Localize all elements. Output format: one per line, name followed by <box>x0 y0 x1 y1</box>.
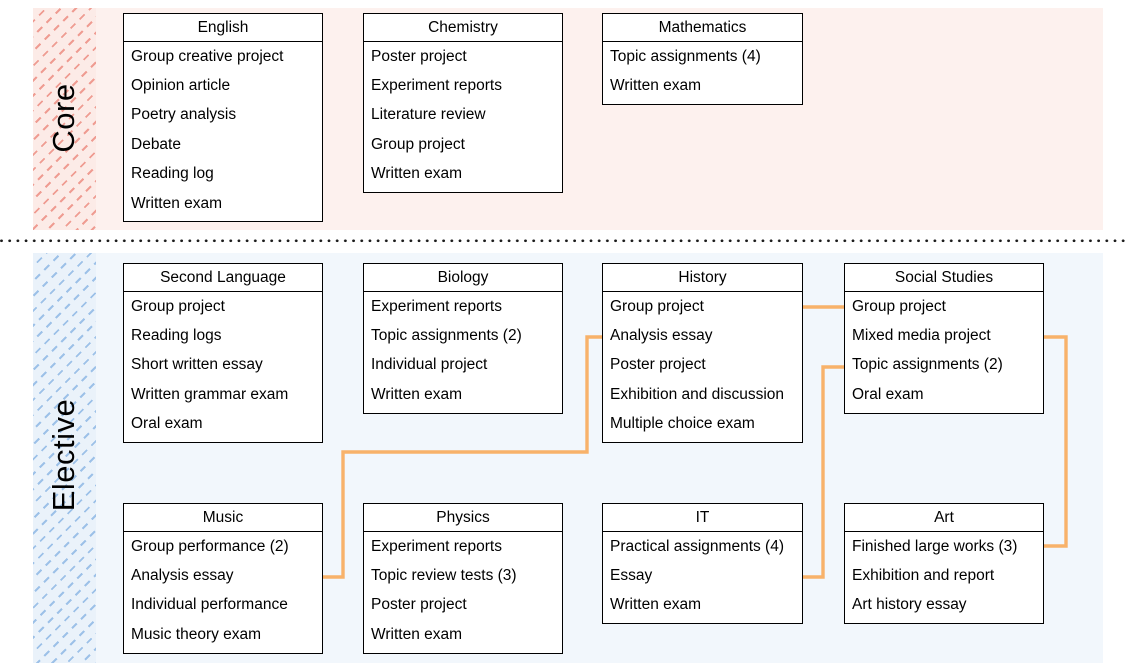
assessment-item: Music theory exam <box>131 625 262 643</box>
subject-title: Biology <box>364 264 562 292</box>
subject-box-physics: Physics Experiment reports Topic review … <box>363 503 563 654</box>
assessment-item: Poster project <box>371 596 467 614</box>
assessment-item: Written exam <box>371 625 463 643</box>
assessment-item: Topic review tests (3) <box>371 567 517 585</box>
subject-box-mathematics: Mathematics Topic assignments (4) Writte… <box>602 13 803 105</box>
assessment-item: Analysis essay <box>610 327 713 345</box>
assessment-item: Finished large works (3) <box>852 537 1018 555</box>
assessment-item: Opinion article <box>131 77 231 95</box>
assessment-item: Mixed media project <box>852 327 991 345</box>
assessment-item: Experiment reports <box>371 537 502 555</box>
assessment-item: Oral exam <box>131 415 203 433</box>
assessment-item: Individual project <box>371 356 488 374</box>
assessment-item: Poetry analysis <box>131 106 237 124</box>
assessment-item: Individual performance <box>131 596 288 614</box>
subject-title: Mathematics <box>603 14 802 42</box>
assessment-item: Group project <box>131 297 225 315</box>
subject-box-chemistry: Chemistry Poster project Experiment repo… <box>363 13 563 193</box>
assessment-item: Experiment reports <box>371 77 502 95</box>
assessment-item: Reading log <box>131 165 214 183</box>
assessment-item: Written exam <box>371 165 463 183</box>
subject-title: English <box>124 14 322 42</box>
elective-label: Elective <box>46 398 81 512</box>
subject-title: Music <box>124 504 322 532</box>
core-hatch-strip <box>33 8 96 230</box>
assessment-item: Multiple choice exam <box>610 415 755 433</box>
elective-hatch-strip <box>33 253 96 663</box>
assessment-item: Practical assignments (4) <box>610 537 785 555</box>
subject-box-second-language: Second Language Group project Reading lo… <box>123 263 323 443</box>
assessment-item: Topic assignments (2) <box>371 327 522 345</box>
assessment-item: Poster project <box>371 47 467 65</box>
assessment-item: Art history essay <box>852 596 967 614</box>
assessment-item: Poster project <box>610 356 706 374</box>
subject-box-history: History Group project Analysis essay Pos… <box>602 263 803 443</box>
core-hatch-pattern <box>33 8 96 230</box>
assessment-item: Exhibition and report <box>852 567 995 585</box>
assessment-item: Topic assignments (4) <box>610 47 761 65</box>
subject-box-social-studies: Social Studies Group project Mixed media… <box>844 263 1044 414</box>
assessment-item: Topic assignments (2) <box>852 356 1003 374</box>
assessment-item: Written exam <box>610 77 702 95</box>
assessment-item: Debate <box>131 135 181 153</box>
assessment-item: Group project <box>610 297 704 315</box>
assessment-item: Written grammar exam <box>131 385 289 403</box>
subject-box-art: Art Finished large works (3) Exhibition … <box>844 503 1044 625</box>
subject-title: Second Language <box>124 264 322 292</box>
assessment-item: Essay <box>610 567 653 585</box>
assessment-item: Analysis essay <box>131 567 234 585</box>
assessment-item: Group project <box>371 135 465 153</box>
assessment-item: Written exam <box>371 385 463 403</box>
subject-title: History <box>603 264 802 292</box>
assessment-item: Short written essay <box>131 356 263 374</box>
assessment-item: Group project <box>852 297 946 315</box>
assessment-item: Reading logs <box>131 327 222 345</box>
subject-title: Physics <box>364 504 562 532</box>
subject-title: Art <box>845 504 1043 532</box>
elective-hatch-pattern <box>33 253 96 663</box>
assessment-item: Experiment reports <box>371 297 502 315</box>
assessment-item: Group performance (2) <box>131 537 289 555</box>
subject-box-biology: Biology Experiment reports Topic assignm… <box>363 263 563 414</box>
subject-title: IT <box>603 504 802 532</box>
subject-box-music: Music Group performance (2) Analysis ess… <box>123 503 323 654</box>
subject-title: Social Studies <box>845 264 1043 292</box>
subject-title: Chemistry <box>364 14 562 42</box>
assessment-item: Written exam <box>610 596 702 614</box>
core-elective-separator <box>0 239 1127 243</box>
core-label: Core <box>46 83 81 153</box>
assessment-item: Literature review <box>371 106 486 124</box>
assessment-item: Exhibition and discussion <box>610 385 785 403</box>
assessment-item: Group creative project <box>131 47 284 65</box>
assessment-item: Oral exam <box>852 385 924 403</box>
assessment-item: Written exam <box>131 194 223 212</box>
subject-box-it: IT Practical assignments (4) Essay Writt… <box>602 503 803 625</box>
subject-box-english: English Group creative project Opinion a… <box>123 13 323 223</box>
